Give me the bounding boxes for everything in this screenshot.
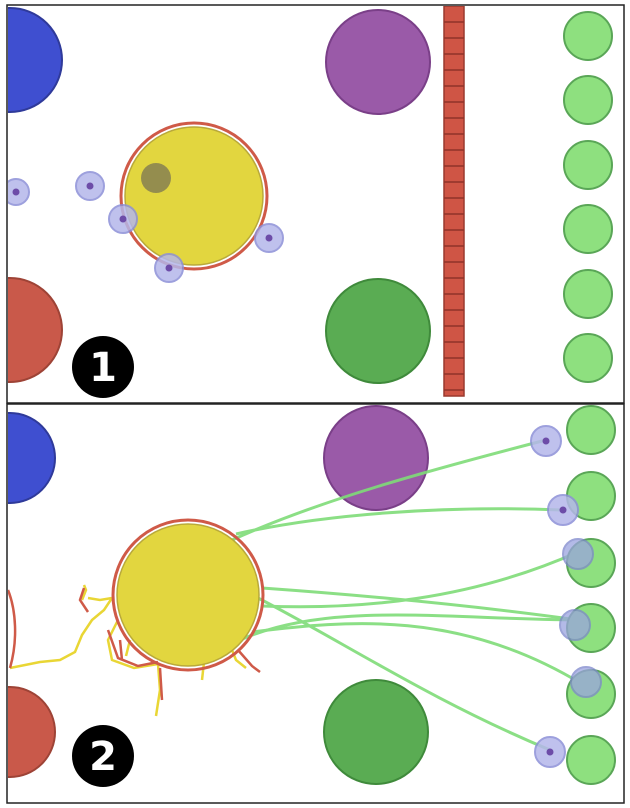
panel-badge: 1	[72, 336, 134, 398]
yellow-ball-outline	[119, 121, 269, 271]
agent	[154, 253, 184, 283]
green-target	[563, 140, 613, 190]
agent	[108, 204, 138, 234]
yellow-ball-outline	[111, 518, 265, 672]
yellow-ball	[116, 523, 260, 667]
green-ball	[325, 278, 431, 384]
red-ball	[8, 686, 56, 778]
thread-lines	[231, 438, 591, 752]
panel-2: 2	[8, 405, 624, 803]
thread	[231, 438, 547, 542]
panel-badge: 2	[72, 725, 134, 787]
brick-wall	[443, 6, 465, 397]
green-target	[563, 333, 613, 383]
green-target-column	[563, 11, 613, 383]
green-target	[566, 405, 616, 455]
thread	[261, 550, 579, 609]
agent	[75, 171, 105, 201]
dark-spot	[141, 163, 171, 193]
agent	[8, 178, 30, 206]
agent	[559, 609, 591, 641]
green-target	[563, 11, 613, 61]
agent	[562, 538, 594, 570]
panel-frames	[6, 4, 625, 804]
panel-1: 1	[8, 6, 624, 402]
agent	[530, 425, 562, 457]
thread	[251, 622, 583, 686]
blue-ball	[8, 7, 63, 113]
svg-text:2: 2	[89, 734, 117, 780]
green-target	[563, 204, 613, 254]
purple-ball	[325, 9, 431, 115]
thread	[235, 507, 563, 536]
agent	[570, 666, 602, 698]
agent	[534, 736, 566, 768]
red-trails	[8, 587, 261, 701]
green-target	[563, 75, 613, 125]
yellow-ball	[124, 126, 264, 266]
yellow-trails	[9, 584, 247, 717]
blue-ball	[8, 412, 56, 504]
wall-body	[443, 6, 465, 397]
red-ball	[8, 277, 63, 383]
thread	[257, 596, 551, 752]
agent	[547, 494, 579, 526]
svg-text:1: 1	[89, 345, 117, 391]
green-ball	[323, 679, 429, 785]
purple-ball	[323, 405, 429, 511]
green-target	[563, 269, 613, 319]
thread	[261, 586, 579, 622]
agent	[254, 223, 284, 253]
green-target	[566, 735, 616, 785]
thread	[239, 613, 591, 642]
